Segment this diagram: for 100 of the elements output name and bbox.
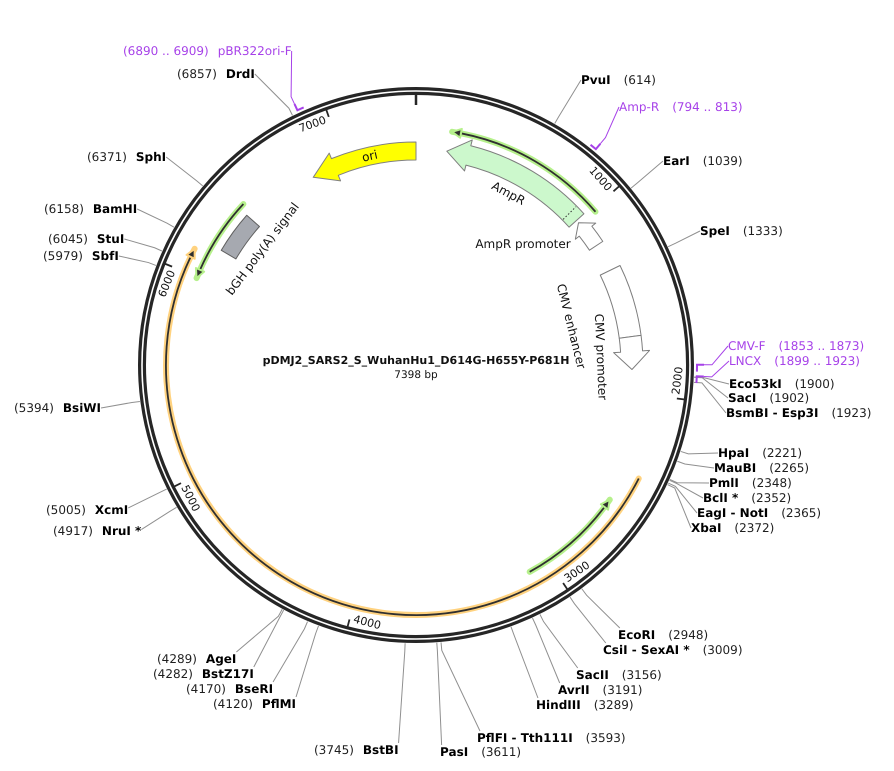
enzyme-position: (1923) [831,406,872,420]
enzyme-name: PmlI [709,476,739,490]
leader-line [703,360,730,378]
leader-line [532,617,560,684]
primer-position: (1853 .. 1873) [778,339,864,353]
leader-line [630,160,664,189]
enzyme-position: (5005) [46,503,86,517]
feature-arc [312,142,416,182]
leader-line [694,376,730,384]
enzyme-name: SpeI [700,224,730,238]
leader-line [694,376,728,398]
enzyme-position: (1039) [702,154,743,168]
enzyme-position: (2948) [668,628,708,642]
leader-line [436,642,442,746]
enzyme-name: BseRI [234,682,274,696]
leader-line [254,74,293,116]
enzyme-name: SacI [728,391,756,405]
enzyme-position: (3611) [481,745,522,759]
leader-line [136,208,174,228]
primer-mark [696,364,704,372]
scale-label: 7000 [297,114,328,136]
enzyme-name: SphI [136,150,166,164]
enzyme-position: (6371) [87,150,127,164]
leader-line [272,621,308,682]
primer-mark [695,375,704,384]
feature-arc [592,313,650,400]
enzyme-name: SacII [576,668,609,682]
primer-position: (6890 .. 6909) [123,44,209,58]
leader-line [539,614,578,668]
enzyme-name: BamHI [92,202,138,216]
leader-line [128,488,168,508]
enzyme-position: (4282) [153,667,193,681]
leader-line [676,460,714,468]
leader-line [166,156,204,186]
leader-line [398,642,406,744]
leader-line [600,106,620,144]
enzyme-position: (3156) [622,668,662,682]
enzyme-position: (6158) [44,202,84,216]
primer-name: pBR322ori-F [218,44,292,58]
enzyme-name: HpaI [718,446,750,460]
leader-line [124,238,162,252]
enzyme-name: PflMI [262,697,296,711]
enzyme-name: Eco53kI [729,377,782,391]
leader-line [100,400,140,408]
enzyme-name: BclI * [703,491,738,505]
enzyme-position: (1902) [769,391,810,405]
scale-label: 5000 [178,482,203,514]
feature-label: AmpR promoter [475,237,571,251]
enzyme-position: (3191) [602,683,642,697]
enzyme-name: CsiI - SexAI * [603,643,690,657]
enzyme-name: StuI [96,232,124,246]
enzyme-position: (2352) [751,491,792,505]
enzyme-name: EagI - NotI [697,506,768,520]
enzyme-name: PvuI [581,73,611,87]
enzyme-position: (2265) [769,461,810,475]
enzyme-name: PflFI - Tth111I [477,731,573,745]
enzyme-position: (1900) [794,377,835,391]
enzyme-position: (4120) [213,697,253,711]
leader-line [510,626,538,698]
feature-arc [446,139,584,228]
leader-line [236,608,283,652]
sequence-length: 7398 bp [394,368,438,382]
enzyme-name: BstBI [362,743,399,757]
enzyme-position: (614) [624,73,656,87]
leader-line [693,382,726,414]
enzyme-position: (3745) [314,743,354,757]
enzyme-name: EarI [663,154,690,168]
enzyme-position: (3009) [702,643,742,657]
enzyme-position: (6857) [177,67,217,81]
leader-line [570,596,606,644]
scale-label: 2000 [669,366,686,396]
enzyme-position: (2365) [781,506,822,520]
enzyme-name: SbfI [92,249,119,263]
leader-line [668,482,698,514]
enzyme-position: (2221) [762,446,802,460]
primer-position: (1899 .. 1923) [774,354,860,368]
enzyme-position: (1333) [742,224,783,238]
leader-line [554,80,582,124]
leader-line [669,478,710,484]
enzyme-position: (4289) [157,652,197,666]
enzyme-position: (6045) [48,232,88,246]
enzyme-name: AgeI [206,652,236,666]
leader-line [680,450,718,454]
primer-name: Amp-R [619,100,660,114]
leader-line [253,610,284,668]
feature-label: CMV promoter [592,313,610,400]
scale-label: 6000 [156,268,178,300]
leader-line [296,625,319,698]
enzyme-position: (2372) [734,521,774,535]
enzyme-name: NruI * [102,524,142,538]
enzyme-name: MauBI [714,461,756,475]
enzyme-position: (4917) [53,524,93,538]
enzyme-name: PasI [440,745,468,759]
enzyme-position: (3593) [586,731,626,745]
enzyme-name: BsmBI - Esp3I [726,406,818,420]
enzyme-name: AvrII [558,683,590,697]
leader-line [667,484,692,528]
enzyme-position: (4170) [186,682,226,696]
leader-line [140,506,178,530]
enzyme-name: XbaI [691,521,722,535]
